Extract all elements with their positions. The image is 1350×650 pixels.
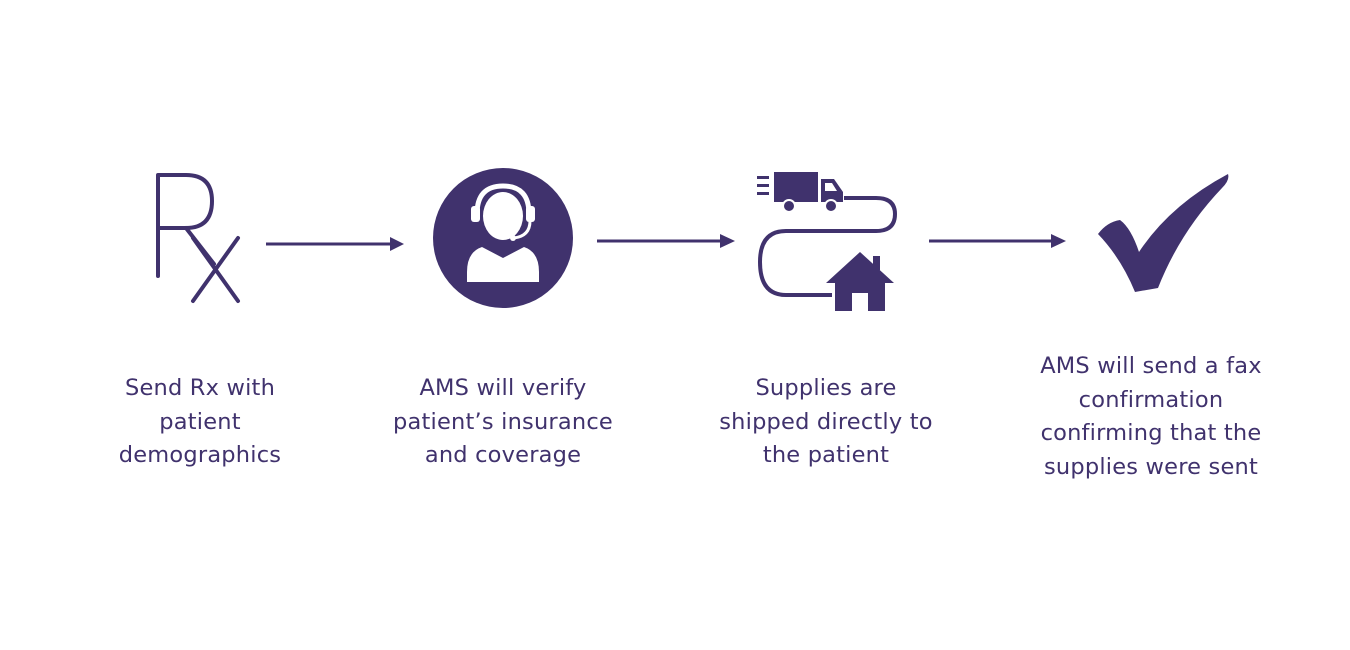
step-1-caption: Send Rx with patient demographics [80, 372, 320, 473]
rx-icon [156, 173, 240, 303]
caption-line: patient’s insurance [393, 408, 613, 435]
step-4-caption: AMS will send a fax confirmation confirm… [1006, 350, 1296, 484]
caption-line: confirming that the [1040, 420, 1262, 446]
caption-line: patient [159, 408, 241, 435]
step-3-caption: Supplies are shipped directly to the pat… [686, 372, 966, 473]
arrow-right-icon [266, 237, 404, 251]
caption-line: Supplies are [755, 375, 897, 401]
delivery-truck-to-home-icon [757, 172, 898, 311]
customer-support-agent-icon [433, 168, 573, 308]
caption-line: AMS will send a fax [1040, 353, 1262, 379]
caption-line: and coverage [424, 442, 582, 468]
caption-line: Send Rx with [124, 375, 276, 401]
checkmark-icon [1098, 174, 1229, 292]
step-2-caption: AMS will verify patient’s insurance and … [363, 372, 643, 473]
caption-line: AMS will verify [419, 375, 587, 401]
caption-line: the patient [762, 442, 890, 468]
caption-line: demographics [118, 442, 282, 468]
arrow-right-icon [929, 234, 1066, 248]
caption-line: confirmation [1078, 386, 1224, 413]
arrow-right-icon [597, 234, 735, 248]
caption-line: supplies were sent [1043, 453, 1258, 480]
caption-line: shipped directly to [719, 408, 933, 435]
